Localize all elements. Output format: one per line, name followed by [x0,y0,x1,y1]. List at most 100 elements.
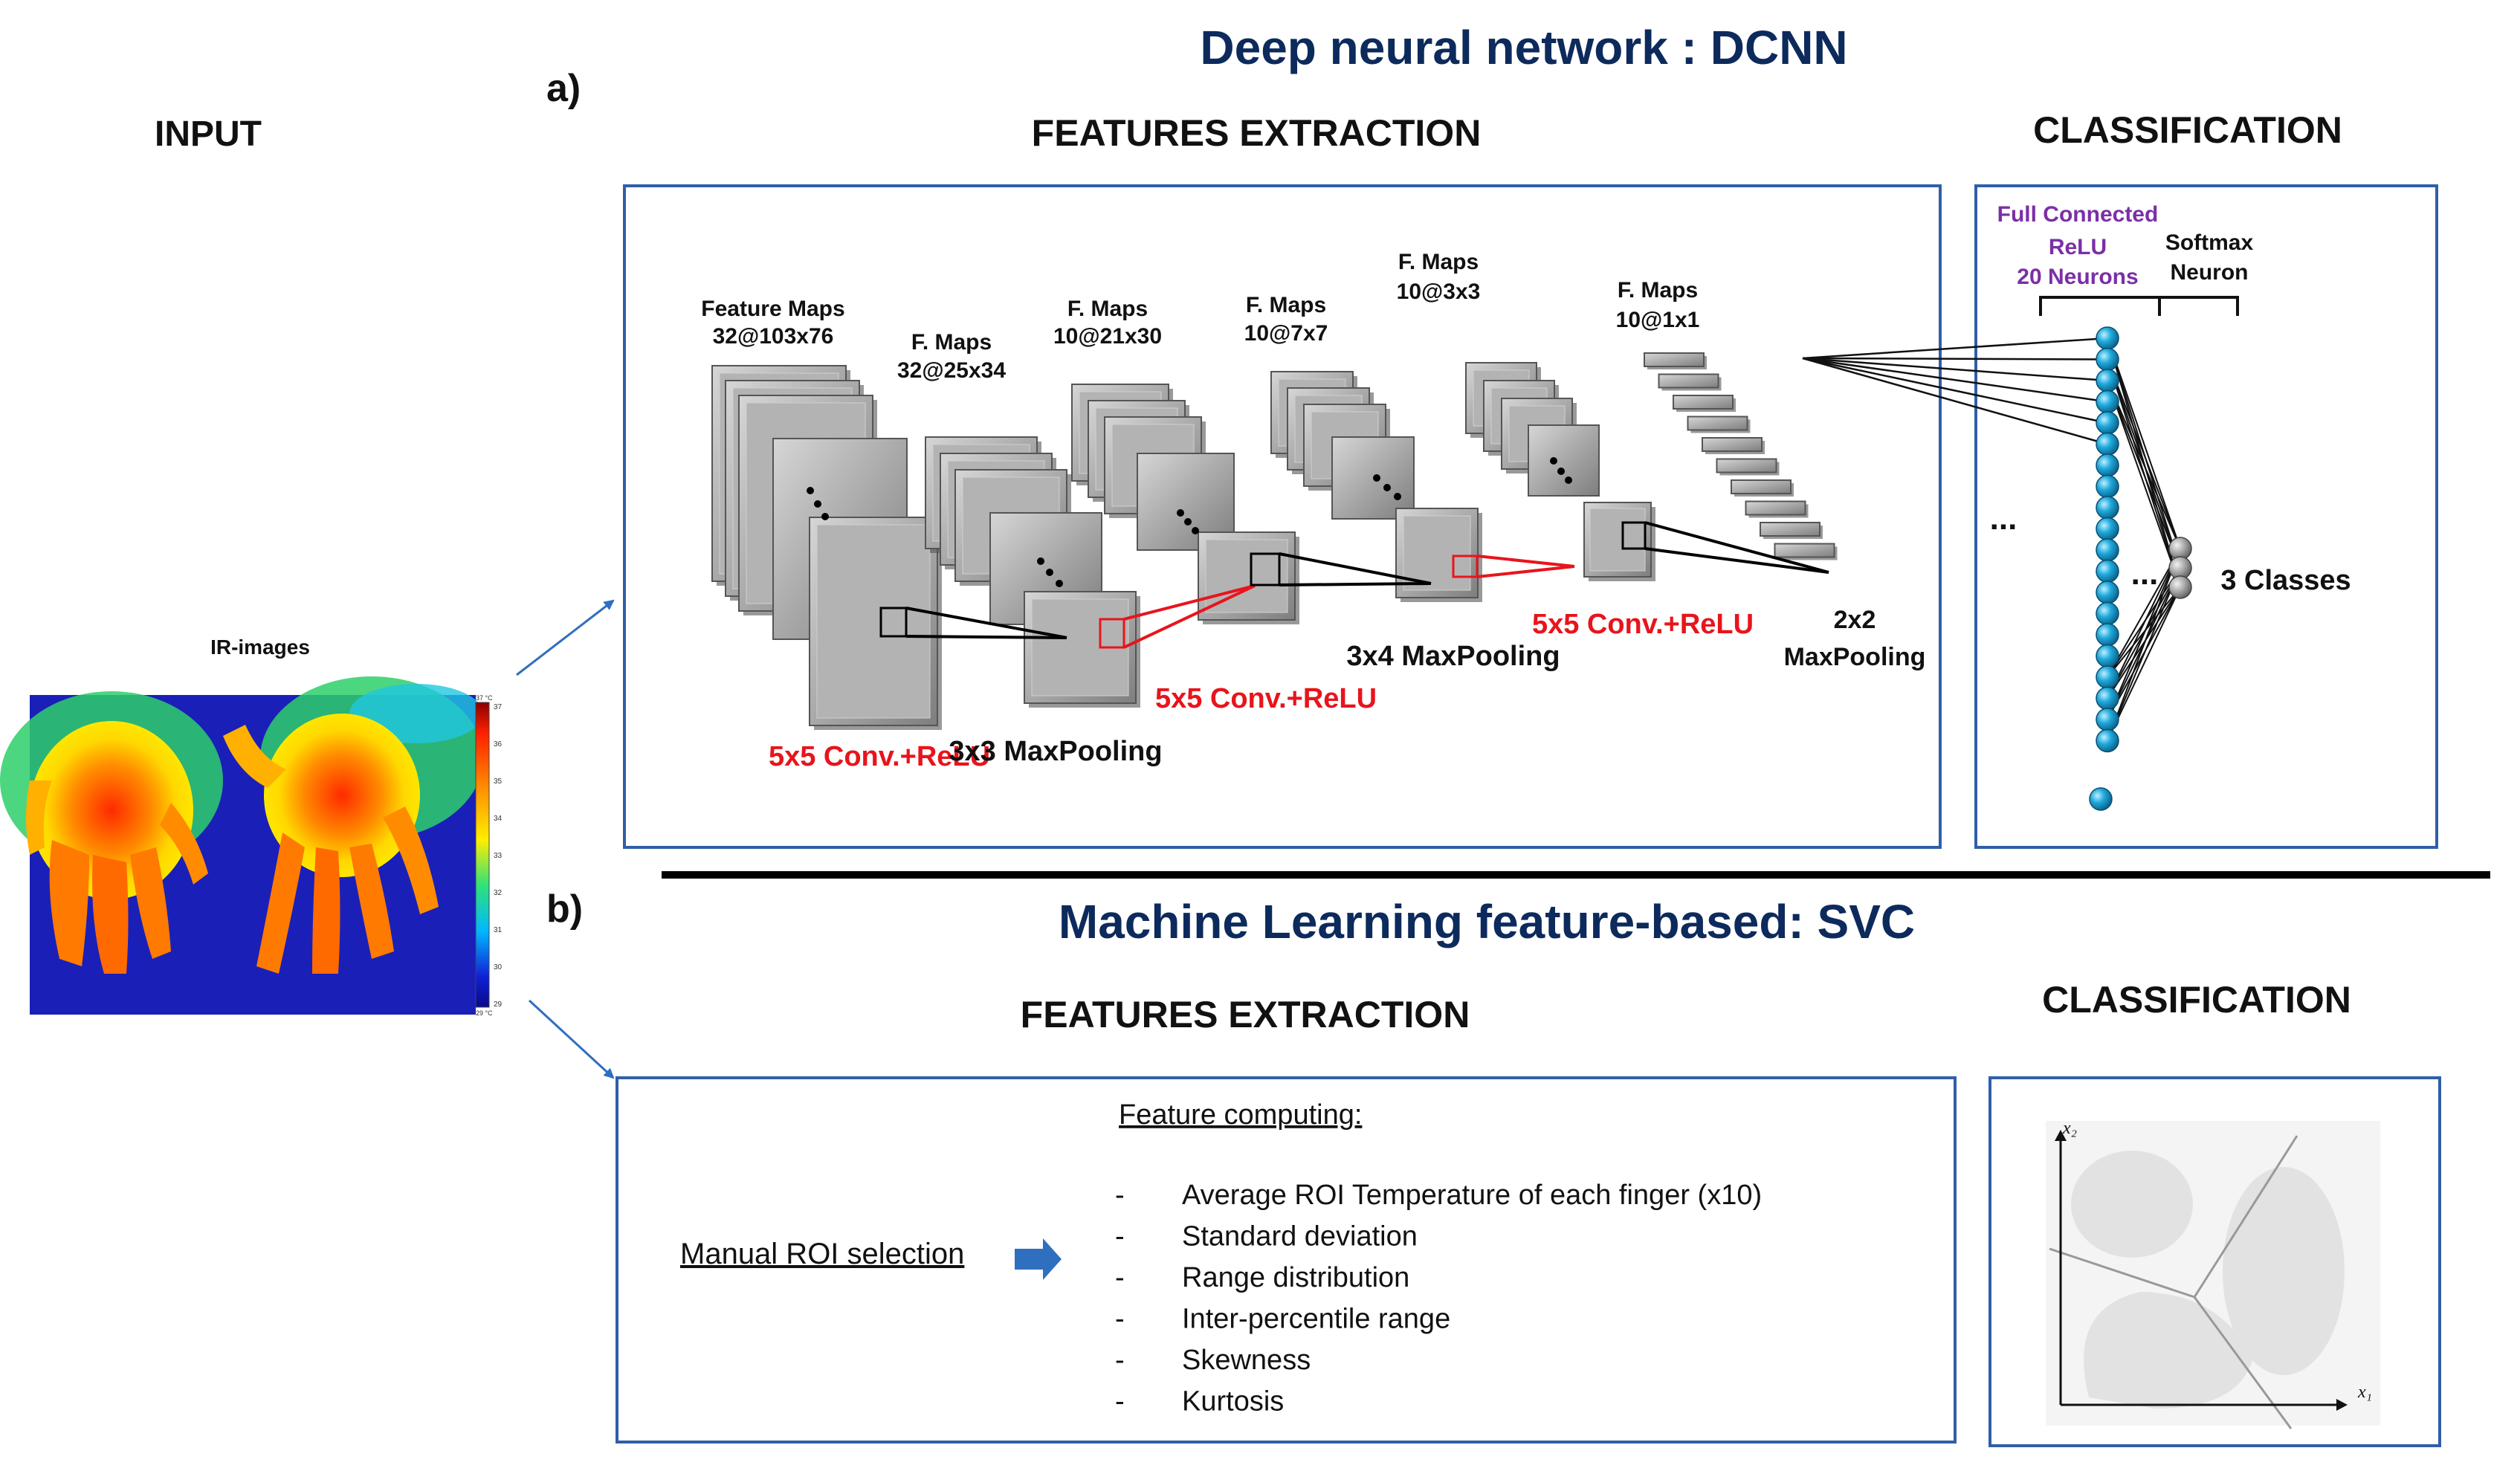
maps-label-1-line2: 32@103x76 [713,324,834,349]
kernel-line [1279,582,1432,586]
colorbar-tick: 32 [494,889,503,897]
fc-label-line1: Full Connected [1997,202,2159,227]
classes-label: 3 Classes [2220,565,2351,596]
softmax-connection [2107,548,2181,678]
colorbar [475,702,490,1008]
classification-a-frame [1974,184,2438,849]
softmax-connection [2107,586,2181,678]
softmax-bracket [2159,296,2239,316]
softmax-connection [2107,380,2181,569]
output-neuron [2168,575,2192,599]
arrow-to-svc [528,999,615,1079]
svc-y-axis-label: x₂ [2062,1119,2077,1138]
fc-connection [1802,337,2108,360]
ellipsis-dot [1177,509,1184,517]
fc-neuron [2096,686,2119,711]
maps-label-5-line1: F. Maps [1398,250,1479,274]
colorbar-tick: 34 [494,815,503,823]
fc-connection [1802,357,2108,403]
left-hand [26,721,208,974]
fc-neuron [2089,787,2113,811]
receptive-field-lines [879,521,1829,649]
vector-map [1731,479,1792,494]
maps-label-2-line2: 32@25x34 [897,358,1006,383]
softmax-connection [2107,337,2181,549]
kernel-line-red [1123,584,1256,621]
arrow-to-dcnn [516,599,615,676]
fc-neuron [2096,432,2119,456]
colorbar-tick: 37 [494,703,503,711]
vector-map [1702,437,1763,452]
classification-b-frame [1988,1076,2441,1447]
fc-neuron [2096,728,2119,753]
ellipsis-dot [1046,569,1053,576]
colorbar-max-label: 37 °C [476,694,493,702]
panel-a-label: a) [546,67,581,110]
softmax-connection [2107,567,2181,678]
feature-list-item: Average ROI Temperature of each finger (… [1182,1180,1762,1211]
fc-neuron [2096,601,2119,626]
fc-neuron [2096,665,2119,689]
fc-neuron [2096,389,2119,414]
vector-map [1687,416,1748,431]
fc-neuron [2096,538,2119,562]
feature-list-dash: - [1115,1180,1125,1211]
softmax-connection [2107,380,2181,549]
colorbar-tick: 35 [494,777,503,786]
feature-list-item: Standard deviation [1182,1221,1418,1252]
fc-neuron [2096,496,2119,520]
pool1-label: 3x3 MaxPooling [949,736,1162,767]
maps-label-5-line2: 10@3x3 [1397,279,1481,304]
colorbar-tick: 36 [494,740,503,749]
fc-neuron [2096,708,2119,731]
ellipsis-dot [1565,476,1572,484]
feature-list-item: Skewness [1182,1345,1311,1376]
ir-images-label: IR-images [210,636,310,659]
feature-maps-layer [711,352,1838,730]
fc-bracket [2039,296,2161,316]
feature-list-item: Kurtosis [1182,1386,1284,1417]
maps-label-4-line2: 10@7x7 [1244,321,1328,346]
svc-title: Machine Learning feature-based: SVC [1059,895,1915,948]
softmax-label-line1: Softmax [2165,230,2254,255]
right-hand [223,714,439,974]
colorbar-tick: 33 [494,852,503,860]
fc-neuron [2096,369,2119,392]
feature-list-item: Range distribution [1182,1262,1409,1293]
feature-list-dash: - [1115,1386,1125,1417]
pool2-label: 3x4 MaxPooling [1346,641,1560,672]
colorbar-tick: 31 [494,926,503,934]
features-extraction-b-frame [616,1076,1957,1443]
fc-neuron [2096,581,2119,604]
svc-y-arrow [2055,1130,2067,1141]
roi-arrow-icon [1015,1238,1062,1280]
panel-b-label: b) [546,888,583,931]
ellipsis-dot [1550,457,1557,465]
feature-map-stack-5 [1528,424,1600,497]
features-extraction-a-header: FEATURES EXTRACTION [1032,112,1482,154]
pool3-label-line2: MaxPooling [1784,643,1926,671]
fc-dots-left: ... [1990,500,2017,537]
ellipsis-dot [1037,557,1044,565]
feature-computing-title: Feature computing: [1119,1099,1362,1131]
pool3-label-line1: 2x2 [1834,606,1876,634]
fc-neuron [2096,326,2119,350]
maps-label-6-line1: F. Maps [1618,278,1698,303]
features-extraction-a-frame [623,184,1942,849]
kernel-box-4 [1452,555,1479,578]
fc-connection [1802,357,2108,382]
vector-map [1760,522,1820,537]
maps-label-1-line1: Feature Maps [701,297,844,321]
maps-label-3-line2: 10@21x30 [1053,324,1162,349]
fc-neuron [2096,347,2119,372]
kernel-line [1279,552,1432,585]
kernel-box-2 [1099,618,1125,649]
conv2-label: 5x5 Conv.+ReLU [1155,683,1377,714]
colorbar-tick: 29 [494,1000,503,1009]
vector-map [1745,500,1806,516]
ellipsis-dot [1383,484,1391,491]
maps-label-2-line1: F. Maps [911,330,992,355]
vector-map [1658,373,1719,389]
